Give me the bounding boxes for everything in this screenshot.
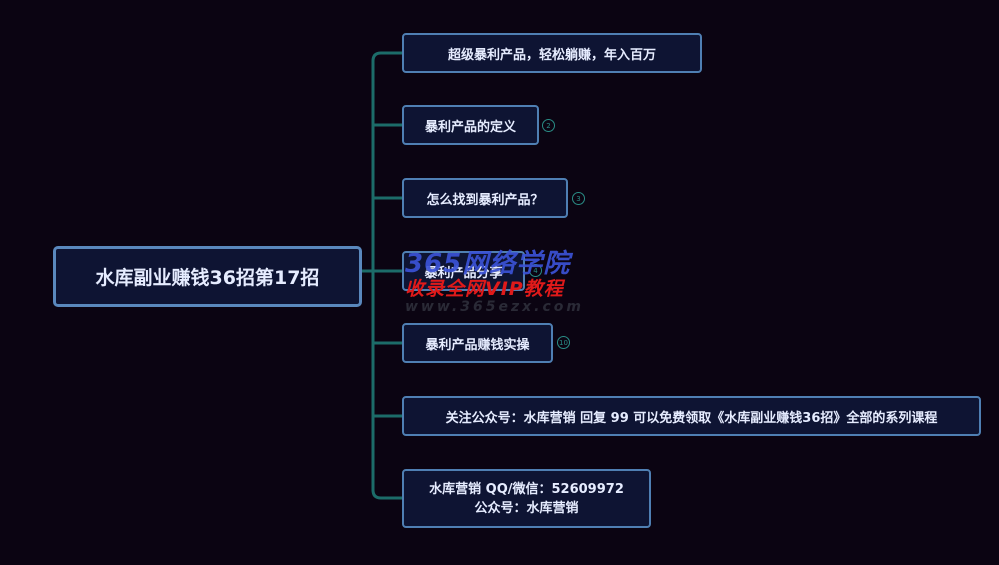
watermark-line3: www.365ezx.com <box>405 299 584 315</box>
branch-connector-1 <box>371 51 404 63</box>
branch-node-2-count-badge[interactable]: 2 <box>542 119 555 132</box>
branch-node-2-label: 暴利产品的定义 <box>424 119 516 135</box>
branch-node-2[interactable]: 暴利产品的定义 <box>402 105 539 145</box>
branch-node-3-count-badge[interactable]: 3 <box>572 192 585 205</box>
watermark-line2: 收录全网VIP教程 <box>405 278 564 300</box>
branch-node-7-label-line1: 水库营销 QQ/微信：52609972 <box>429 481 624 497</box>
branch-node-1-label: 超级暴利产品，轻松躺赚，年入百万 <box>447 47 656 63</box>
branch-node-5-count-badge[interactable]: 10 <box>557 336 570 349</box>
branch-node-1[interactable]: 超级暴利产品，轻松躺赚，年入百万 <box>402 33 702 73</box>
root-node[interactable]: 水库副业赚钱36招第17招 <box>53 246 362 307</box>
branch-node-3-label: 怎么找到暴利产品？ <box>426 192 544 208</box>
branch-node-6-label: 关注公众号：水库营销 回复 99 可以免费领取《水库副业赚钱36招》全部的系列课… <box>445 410 938 426</box>
root-node-label: 水库副业赚钱36招第17招 <box>95 267 320 289</box>
branch-node-5-label: 暴利产品赚钱实操 <box>425 337 530 353</box>
branch-node-7[interactable]: 水库营销 QQ/微信：52609972 公众号：水库营销 <box>402 469 651 528</box>
branch-node-6[interactable]: 关注公众号：水库营销 回复 99 可以免费领取《水库副业赚钱36招》全部的系列课… <box>402 396 981 436</box>
branch-node-4-label: 暴利产品分享 <box>424 265 503 281</box>
watermark-line1: 365网络学院 <box>405 249 571 279</box>
branch-node-5[interactable]: 暴利产品赚钱实操 <box>402 323 553 363</box>
branch-node-4[interactable]: 暴利产品分享 <box>402 251 525 291</box>
branch-node-7-label-line2: 公众号：水库营销 <box>474 500 579 516</box>
branch-node-4-count-badge[interactable]: 4 <box>529 264 542 277</box>
branch-connector-7 <box>371 488 404 500</box>
branch-node-3[interactable]: 怎么找到暴利产品？ <box>402 178 568 218</box>
